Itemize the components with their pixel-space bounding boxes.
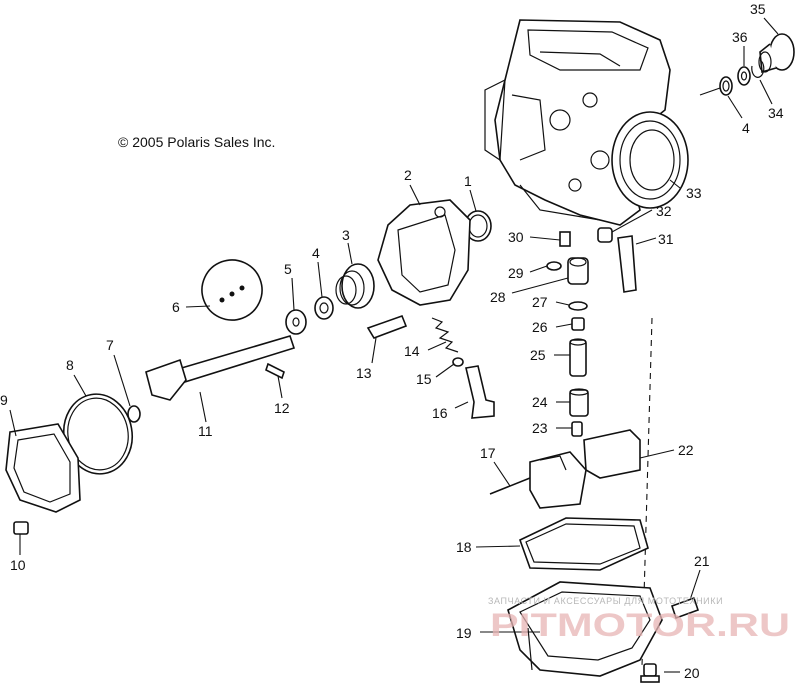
callout-30: 30 [508,229,524,245]
bushing-4 [314,296,334,320]
callout-26: 26 [532,319,548,335]
callout-4-left: 4 [312,245,320,261]
washer-5 [285,309,307,335]
callout-35: 35 [750,1,766,17]
callout-17: 17 [480,445,496,461]
callout-6: 6 [172,299,180,315]
callout-21: 21 [694,553,710,569]
intake-boot-33 [611,111,689,209]
callout-25: 25 [530,347,546,363]
spring-32 [597,227,613,243]
float-22 [583,429,641,479]
main-jet-23 [571,421,583,437]
bushing-7 [127,405,141,423]
callout-23: 23 [532,420,548,436]
callout-12: 12 [274,400,290,416]
cover-9 [5,423,81,513]
screw-10 [13,521,29,535]
callout-19: 19 [456,625,472,641]
oring-4-right [719,76,733,96]
gasket-8 [63,393,133,475]
callout-34: 34 [768,105,784,121]
callout-28: 28 [490,289,506,305]
callout-1: 1 [464,173,472,189]
pilot-screw-31 [617,235,637,293]
screw-30 [559,231,571,247]
watermark-logo: PITMOTOR.RU [490,607,790,643]
callout-8: 8 [66,357,74,373]
screw-20 [640,663,660,683]
watermark-tagline: ЗАПЧАСТИ И АКСЕССУАРЫ ДЛЯ МОТОТЕХНИКИ [488,596,723,606]
spring-3 [335,263,375,309]
spring-14 [431,317,459,353]
watermark: ЗАПЧАСТИ И АКСЕССУАРЫ ДЛЯ МОТОТЕХНИКИ PI… [488,596,790,643]
float-arm [529,451,587,509]
emulsion-tube-25 [569,338,587,377]
callout-31: 31 [658,231,674,247]
fitting-28 [567,257,589,285]
screw-16 [465,365,495,419]
plate-6 [201,259,263,321]
float-bowl-19 [507,581,663,677]
callout-22: 22 [678,442,694,458]
washer-36 [737,66,751,86]
callout-36: 36 [732,29,748,45]
callout-33: 33 [686,185,702,201]
callout-11: 11 [198,423,213,439]
callout-15: 15 [416,371,432,387]
clip-15 [452,357,464,367]
choke-cap-35 [758,33,795,74]
circlip-34 [751,59,765,78]
callout-labels: 1 2 3 4 4 5 6 7 8 9 10 11 12 13 14 15 16… [0,1,784,681]
callout-24: 24 [532,394,548,410]
callout-7: 7 [106,337,114,353]
gasket-18 [519,517,649,571]
callout-5: 5 [284,261,292,277]
callout-4-right: 4 [742,120,750,136]
screw-13 [366,314,408,339]
callout-18: 18 [456,539,472,555]
callout-9: 9 [0,392,8,408]
callout-27: 27 [532,294,548,310]
callout-32: 32 [656,203,672,219]
needle-jet-24 [569,388,589,417]
copyright-text: © 2005 Polaris Sales Inc. [118,134,275,150]
callout-3: 3 [342,227,350,243]
screw-12 [265,362,285,380]
callout-29: 29 [508,265,524,281]
jet-26 [571,317,585,331]
washer-29 [546,261,562,271]
callout-20: 20 [684,665,700,681]
callout-16: 16 [432,405,448,421]
callout-10: 10 [10,557,26,573]
cover-2 [377,199,471,306]
drain-screw-21 [670,596,700,620]
callout-14: 14 [404,343,420,359]
callout-13: 13 [356,365,372,381]
shaft-11 [145,335,296,401]
oring-27 [568,301,588,311]
callout-2: 2 [404,167,412,183]
leader-lines [9,17,779,673]
